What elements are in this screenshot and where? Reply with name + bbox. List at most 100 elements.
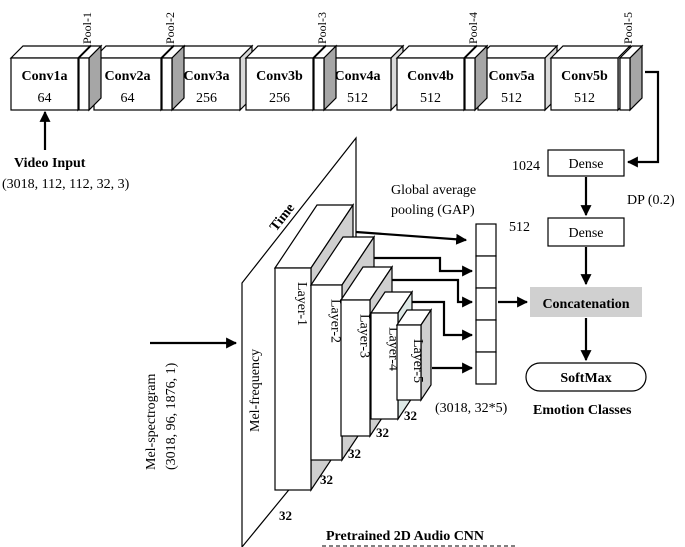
pool5-to-dense-arrow [626,70,660,168]
video-input-shape: (3018, 112, 112, 32, 3) [2,177,130,192]
pool-side [171,44,185,112]
conv-block-top [395,45,478,59]
pool-label: Pool-4 [466,12,480,44]
pool-1: Pool-1 [77,12,103,112]
dense-512-label: Dense [569,226,604,241]
pool-label: Pool-3 [315,12,329,44]
layer-2-to-gap-arrow [356,256,474,277]
dense-512-box [547,217,625,247]
pool-face [619,57,631,111]
conv-block-conv2a: Conv2a 64 [92,44,175,112]
conv-block-top [9,45,92,59]
layer-face [340,299,371,437]
conv-block-top [476,45,559,59]
audio-layer-5: Layer-5 32 [395,308,433,423]
concatenation-label: Concatenation [542,297,629,312]
dense-1024-box [547,149,625,177]
audio-cnn-branch: Time Mel-frequency Mel-spectrogram (3018… [144,136,518,547]
pool-row: Pool-1 Pool-2 Pool-3 Pool-4 Pool-5 [77,12,644,112]
conv-block-channels: 512 [501,91,522,106]
layer-1-to-gap-arrow [355,230,468,245]
pool-4: Pool-4 [463,12,489,112]
conv-block-face [550,57,619,111]
gap-vector-cell [475,255,497,289]
dense-1024-label: Dense [569,157,604,172]
pool-face [78,57,90,111]
softmax-box [525,362,647,392]
gap-vector-cell [475,223,497,257]
conv-block-top [549,45,632,59]
gap-vector [355,223,497,385]
dropout-label: DP (0.2) [627,193,675,208]
emotion-classes-label: Emotion Classes [533,403,632,418]
conv-block-name: Conv5a [489,69,535,84]
conv-block-face [10,57,79,111]
layer-label: Layer-1 [294,282,309,326]
mel-input-label: Mel-spectrogram [144,373,159,470]
pool-side [629,44,643,112]
pool-face [313,57,325,111]
video-input-label: Video Input [14,156,86,171]
conv-block-channels: 256 [196,91,217,106]
conv-block-top [92,45,175,59]
layer-face [396,324,422,401]
layer-filter-count: 32 [404,408,417,423]
pool-label: Pool-5 [621,12,635,44]
pool-side [323,44,337,112]
pool-side [474,44,488,112]
conv-block-name: Conv1a [22,69,68,84]
layer-4-to-gap-arrow [404,300,474,341]
gap-label-line2: pooling (GAP) [391,203,475,218]
layer-filter-count: 32 [320,472,333,487]
layer-label: Layer-2 [328,299,343,343]
conv-block-name: Conv2a [105,69,151,84]
pool-3: Pool-3 [312,12,338,112]
pool-2: Pool-2 [160,12,186,112]
layer-label: Layer-5 [410,339,425,383]
gap-label-line1: Global average [391,183,476,198]
conv-block-name: Conv3b [256,69,303,84]
conv-block-top [171,45,254,59]
gap-vector-cell [475,351,497,385]
pool-label: Pool-1 [80,12,94,44]
conv-block-name: Conv4b [407,69,454,84]
layer-3-to-gap-arrow [356,278,474,308]
conv-block-channels: 64 [121,91,135,106]
layer-filter-count: 32 [348,446,361,461]
conv-block-name: Conv5b [561,69,608,84]
conv-block-channels: 512 [420,91,441,106]
layer-filter-count: 32 [376,425,389,440]
pool-label: Pool-2 [163,12,177,44]
conv-block-name: Conv4a [335,69,381,84]
gap-shape-label: (3018, 32*5) [435,401,508,416]
mel-frequency-label: Mel-frequency [248,349,263,432]
gap-vector-cell [475,287,497,321]
dense-512-units: 512 [509,220,530,235]
pool-face [464,57,476,111]
layer-face [370,312,399,420]
conv-block-name: Conv3a [184,69,230,84]
conv-block-face [477,57,546,111]
conv-block-channels: 512 [574,91,595,106]
conv-block-conv4b: Conv4b 512 [395,44,478,112]
mel-input-shape: (3018, 96, 1876, 1) [164,362,179,470]
pool-face [161,57,173,111]
layer-filter-count: 32 [279,508,292,523]
pool-5: Pool-5 [618,12,644,112]
conv-block-face [245,57,314,111]
conv-block-conv5b: Conv5b 512 [549,44,632,112]
conv-block-top [244,45,327,59]
conv-block-conv5a: Conv5a 512 [476,44,559,112]
conv-block-conv3b: Conv3b 256 [244,44,327,112]
audio-layer-stack: Layer-132Layer-232Layer-332Layer-432Laye… [273,203,433,523]
dense-1024-units: 1024 [512,159,540,174]
fusion-block: Concatenation SoftMax Emotion Classes Gl… [355,183,647,418]
conv-block-face [396,57,465,111]
softmax-label: SoftMax [560,371,611,386]
conv-block-channels: 512 [347,91,368,106]
audio-cnn-caption: Pretrained 2D Audio CNN [326,529,484,544]
conv-block-channels: 256 [269,91,290,106]
